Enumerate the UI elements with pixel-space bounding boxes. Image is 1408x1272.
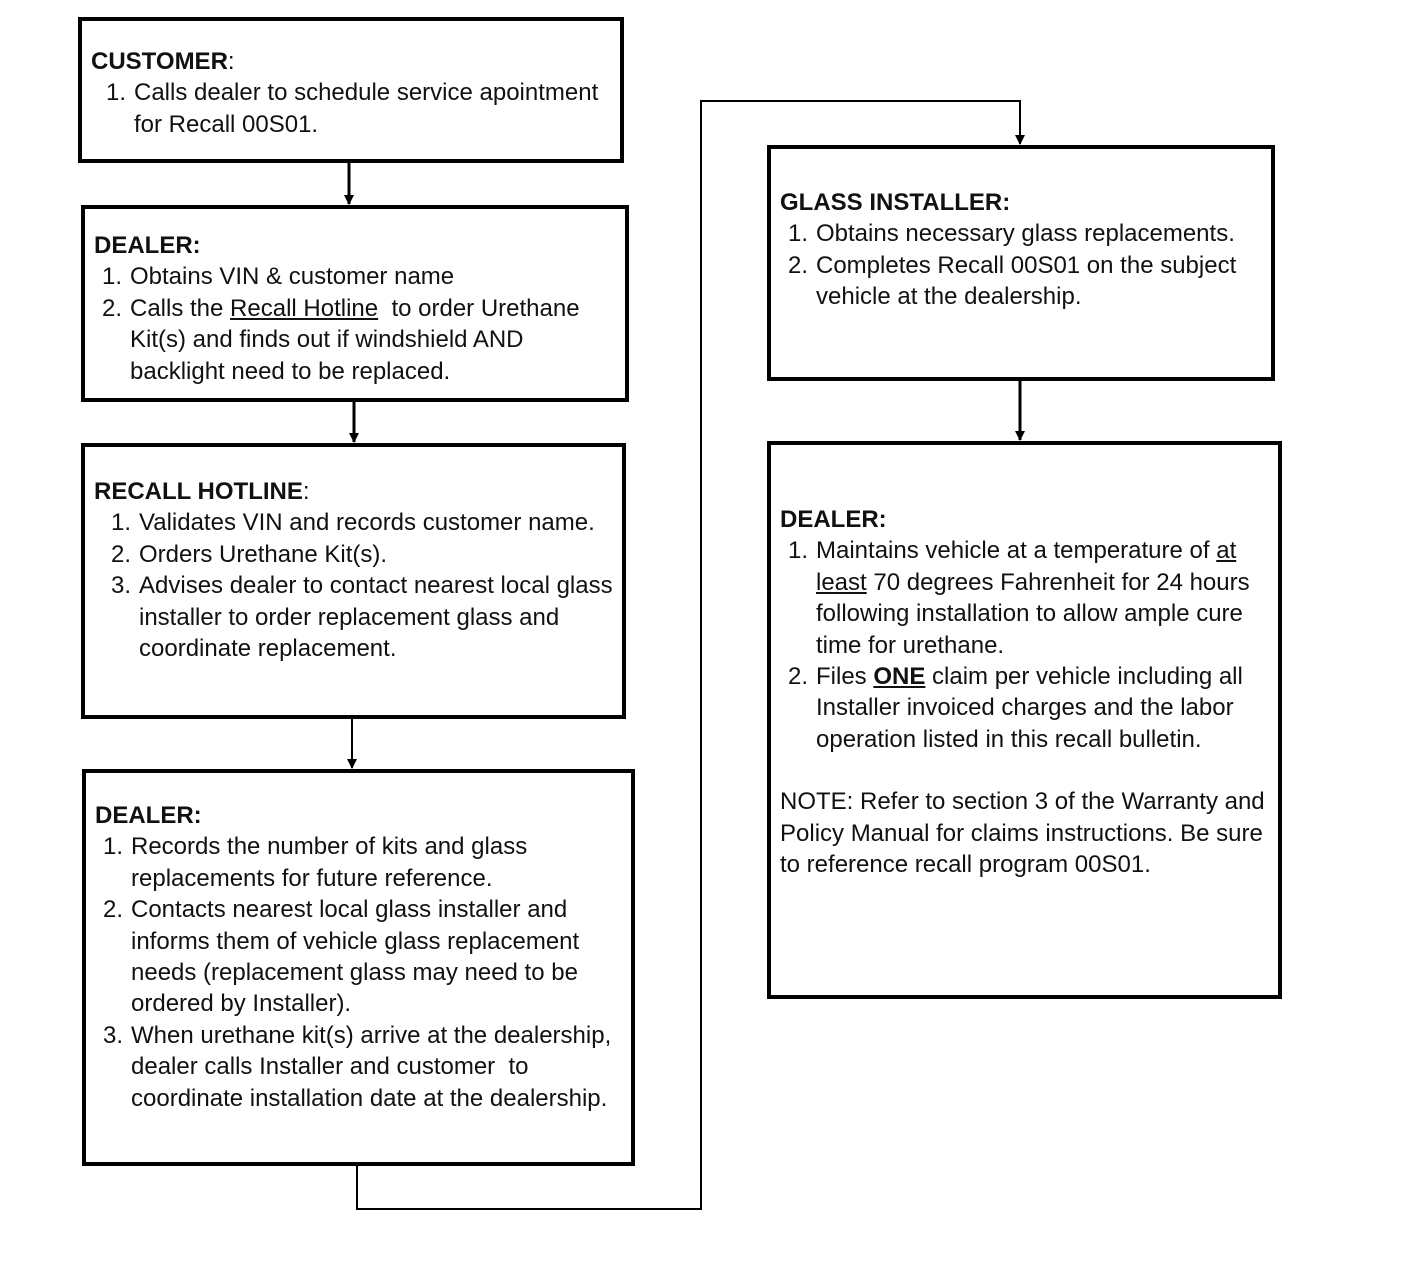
list-item: 3.When urethane kit(s) arrive at the dea…: [103, 1021, 618, 1112]
one-claim-emphasis: ONE: [873, 663, 926, 691]
list-item: 1.Calls dealer to schedule service apoin…: [106, 79, 599, 138]
list-item: 1.Records the number of kits and glass r…: [103, 833, 528, 892]
dealer-order-heading: DEALER:: [94, 232, 201, 259]
dealer-order-step-box: DEALER: 1.Obtains VIN & customer name 2.…: [81, 205, 629, 402]
connector-dealer-to-glass-installer: [356, 100, 1025, 1210]
dealer-coordinate-heading: DEALER:: [95, 802, 202, 829]
list-item: 3.Advises dealer to contact nearest loca…: [111, 572, 613, 663]
list-item: 2.Completes Recall 00S01 on the subject …: [788, 251, 1237, 311]
glass-installer-heading: GLASS INSTALLER:: [780, 189, 1011, 216]
at-least-emphasis: at least: [816, 537, 1237, 596]
claims-note: NOTE: Refer to section 3 of the Warranty…: [780, 788, 1265, 879]
dealer-order-step-list: 1.Obtains VIN & customer name 2.Calls th…: [94, 261, 619, 387]
list-item: 2.Contacts nearest local glass installer…: [103, 896, 580, 1018]
recall-hotline-reference: Recall Hotline: [230, 294, 379, 322]
dealer-claim-step-list: 1.Maintains vehicle at a temperature of …: [780, 535, 1272, 755]
list-item: 1.Validates VIN and records customer nam…: [111, 509, 595, 537]
customer-heading: CUSTOMER:: [91, 48, 235, 75]
dealer-coordinate-step-list: 1.Records the number of kits and glass r…: [95, 831, 625, 1114]
list-item: 2.Calls the Recall Hotline to order Uret…: [102, 294, 587, 385]
list-item: 2.Orders Urethane Kit(s).: [111, 540, 388, 568]
customer-step-list: 1.Calls dealer to schedule service apoin…: [91, 77, 614, 140]
dealer-claim-heading: DEALER:: [780, 506, 887, 533]
recall-hotline-heading: RECALL HOTLINE:: [94, 478, 310, 505]
list-item: 2.Files ONE claim per vehicle including …: [788, 663, 1243, 753]
dealer-coordinate-step-box: DEALER: 1.Records the number of kits and…: [82, 769, 635, 1166]
list-item: 1.Obtains necessary glass replacements.: [788, 220, 1235, 248]
recall-hotline-step-box: RECALL HOTLINE: 1.Validates VIN and reco…: [81, 443, 626, 719]
customer-step-box: CUSTOMER: 1.Calls dealer to schedule ser…: [78, 17, 624, 163]
dealer-claim-step-box: DEALER: 1.Maintains vehicle at a tempera…: [767, 441, 1282, 999]
glass-installer-step-box: GLASS INSTALLER: 1.Obtains necessary gla…: [767, 145, 1275, 381]
recall-hotline-step-list: 1.Validates VIN and records customer nam…: [94, 507, 616, 664]
list-item: 1.Obtains VIN & customer name: [102, 263, 455, 291]
glass-installer-step-list: 1.Obtains necessary glass replacements. …: [780, 218, 1265, 312]
list-item: 1.Maintains vehicle at a temperature of …: [788, 537, 1250, 659]
